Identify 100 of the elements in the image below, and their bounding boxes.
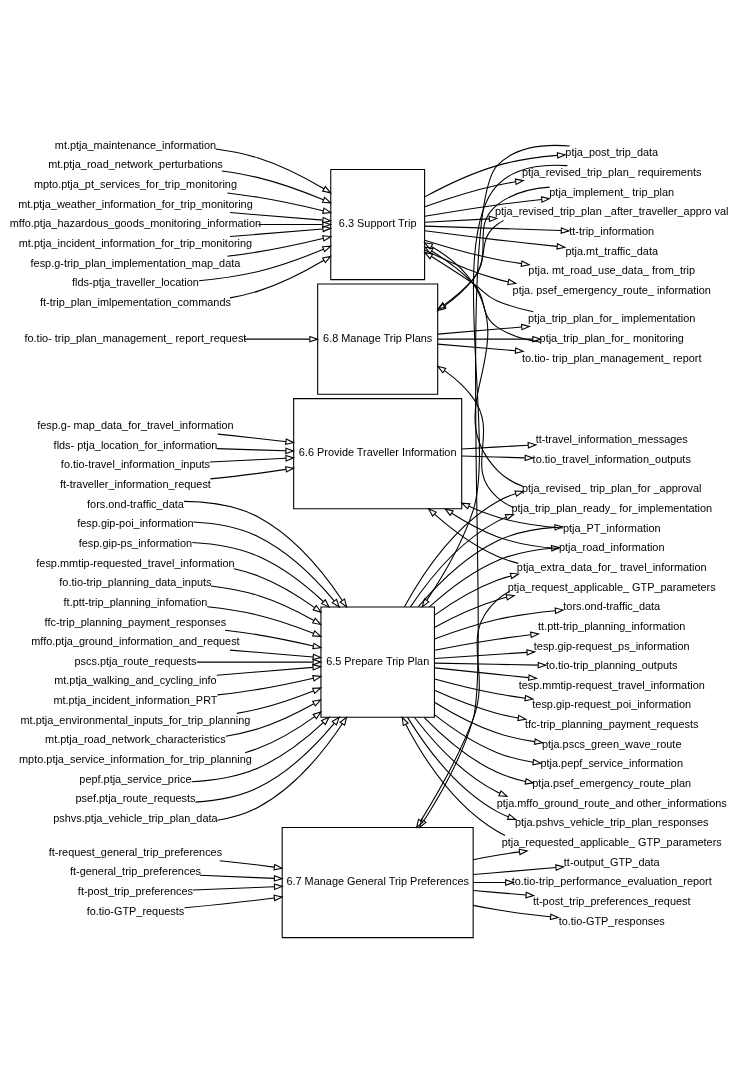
node-text: tt-travel_information_messages: [535, 433, 688, 446]
arrow: [434, 607, 565, 640]
arrow: [421, 164, 568, 609]
arrow: [437, 323, 531, 335]
arrow: [472, 879, 515, 886]
arrow: [236, 687, 323, 714]
arrow: [423, 716, 535, 785]
arrow: [226, 192, 333, 214]
node-text: to.tio-trip_performance_evaluation_report: [511, 875, 712, 888]
node-text: ptja.psef_emergency_route_plan: [532, 777, 692, 790]
node-text: ft-post_trip_preferences: [77, 885, 194, 898]
node-text: ptja_revised_ trip_plan_for _approval: [522, 482, 702, 495]
node-text: psef.ptja_route_requests: [75, 792, 196, 805]
node-text: to.tio-trip_planning_outputs: [545, 659, 678, 672]
arrow: [436, 219, 505, 311]
node-text: mt.ptja_walking_and_cycling_info: [54, 674, 217, 687]
arrow: [221, 170, 333, 204]
node-box: 6.3 Support Trip: [330, 168, 426, 281]
node-box: 6.7 Manage General Trip Preferences: [281, 826, 474, 939]
arrow: [424, 249, 518, 286]
node-text: mt.ptja_maintenance_information: [54, 138, 217, 151]
node-text: ptja_trip_plan_ready_ for_implementation: [511, 502, 713, 515]
node-text: flds-ptja_traveller_location: [72, 276, 199, 289]
arrow: [229, 255, 332, 299]
arrow: [423, 246, 542, 343]
arrow: [423, 251, 534, 313]
arrow: [194, 716, 341, 803]
node-text: ptja. mt_road_use_data_ from_trip: [528, 264, 696, 277]
arrow: [424, 196, 551, 217]
arrow: [423, 241, 524, 488]
node-text: mt.ptja_road_network_perturbations: [48, 158, 223, 171]
node-text: ptja_implement_ trip_plan: [549, 185, 675, 198]
arrow: [436, 365, 515, 509]
arrow: [472, 904, 560, 921]
arrow: [434, 648, 537, 659]
arrow: [192, 883, 284, 891]
arrow: [414, 716, 509, 797]
arrow: [434, 661, 548, 669]
arrow: [461, 454, 535, 462]
arrow: [428, 544, 561, 608]
arrow: [206, 606, 323, 637]
node-text: fesp.mmtip-requested_travel_information: [36, 556, 235, 569]
node-text: fo.tio-travel_information_inputs: [60, 458, 211, 471]
arrow: [437, 343, 525, 355]
node-text: fesp.g-trip_plan_implementation_map_data: [30, 256, 241, 269]
node-text: fo.tio-trip_planning_data_inputs: [59, 576, 212, 589]
node-text: fo.tio- trip_plan_management_ report_request: [24, 331, 247, 344]
arrow: [183, 500, 348, 609]
arrow: [216, 663, 323, 676]
node-text: pscs.ptja_route_requests: [74, 654, 197, 667]
arrow: [437, 335, 543, 343]
arrow: [229, 212, 333, 224]
node-text: mffo.ptja_ground_information_and_request: [31, 635, 240, 648]
node-text: tt.ptt-trip_planning_information: [538, 619, 686, 632]
arrow: [191, 541, 331, 609]
arrow: [219, 860, 284, 871]
node-text: fesp.gip-poi_information: [77, 517, 194, 530]
arrow: [434, 667, 539, 682]
arrow: [224, 629, 323, 650]
node-text: ft.ptt-trip_planning_infomation: [63, 595, 208, 608]
arrow: [199, 874, 284, 882]
arrow: [184, 894, 284, 909]
node-box: 6.6 Provide Traveller Information: [293, 398, 463, 510]
arrow: [424, 230, 567, 250]
arrow: [229, 649, 323, 661]
arrow: [472, 890, 536, 899]
arrow: [415, 590, 511, 829]
node-text: ptja_requested_applicable_ GTP_parameters: [501, 835, 722, 848]
arrow: [427, 507, 519, 564]
node-box: 6.8 Manage Trip Plans: [317, 283, 439, 395]
node-text: ptja_post_trip_data: [565, 146, 659, 159]
arrow: [460, 502, 564, 529]
node-text: ptja_PT_information: [562, 521, 661, 534]
arrow: [433, 689, 528, 722]
arrow: [244, 711, 323, 754]
arrow: [210, 585, 323, 626]
node-text: ptja.pshvs_vehicle_trip_plan_responses: [515, 816, 709, 829]
node-text: ffc-trip_planning_payment_responses: [44, 615, 227, 628]
arrow: [216, 715, 348, 821]
arrow: [424, 225, 571, 234]
node-text: tesp.gip-request_poi_information: [532, 698, 692, 711]
arrow: [243, 335, 320, 343]
arrow: [409, 513, 515, 608]
node-text: ft-request_general_trip_preferences: [48, 845, 223, 858]
arrow: [461, 441, 538, 450]
node-box: 6.5 Prepare Trip Plan: [320, 606, 435, 718]
node-text: ft-traveller_information_request: [59, 478, 211, 491]
arrow: [233, 568, 323, 614]
arrow: [424, 151, 567, 198]
node-text: ptja_extra_data_for_ travel_information: [516, 561, 707, 574]
node-text: ptja.mffo_ground_route_and other_informations: [496, 796, 727, 809]
arrow: [217, 675, 323, 696]
node-text: ptja.pscs_green_wave_route: [542, 737, 682, 750]
arrow: [443, 508, 560, 550]
arrow: [433, 701, 545, 745]
node-text: ptja_road_information: [558, 541, 665, 554]
node-text: tors.ond-traffic_data: [563, 600, 661, 613]
arrow: [191, 716, 331, 783]
arrow: [472, 848, 529, 861]
arrow: [209, 466, 296, 480]
